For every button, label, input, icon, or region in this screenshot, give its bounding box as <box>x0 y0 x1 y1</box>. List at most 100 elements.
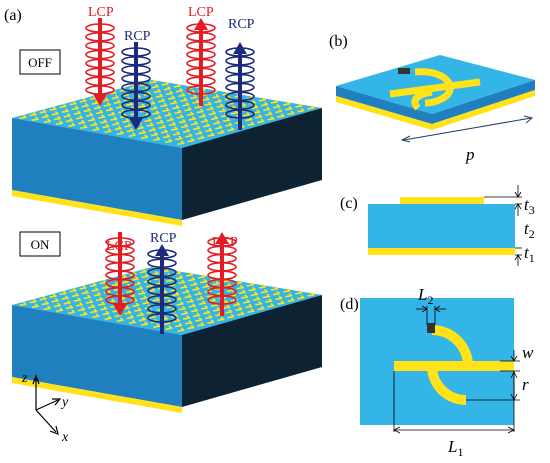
unit-cell <box>277 300 285 305</box>
unit-cell <box>250 291 259 297</box>
unit-cell <box>138 290 146 296</box>
unit-cell <box>138 129 146 135</box>
unit-cell <box>91 100 99 105</box>
unit-cell <box>205 314 213 320</box>
t2-label: t2 <box>524 219 535 241</box>
unit-cell <box>160 102 168 108</box>
unit-cell <box>187 137 195 143</box>
unit-cell <box>250 104 259 110</box>
unit-cell <box>182 289 190 294</box>
unit-cell <box>164 299 172 304</box>
unit-cell <box>49 106 57 111</box>
unit-cell <box>192 286 200 291</box>
unit-cell <box>51 298 59 303</box>
unit-cell <box>43 305 51 311</box>
unit-cell <box>80 124 88 130</box>
unit-cell <box>163 86 171 91</box>
unit-cell <box>71 105 79 111</box>
unit-cell <box>98 114 106 119</box>
unit-cell <box>255 114 263 119</box>
unit-cell <box>180 123 189 129</box>
on-state-label: ON <box>31 237 50 252</box>
unit-cell <box>134 307 142 312</box>
panel-b-label: (b) <box>329 33 348 50</box>
unit-cell <box>144 117 152 123</box>
unit-cell <box>184 293 192 299</box>
unit-cell <box>200 118 209 123</box>
unit-cell <box>140 321 149 327</box>
unit-cell <box>148 127 156 132</box>
unit-cell <box>247 308 255 314</box>
unit-cell <box>235 306 243 312</box>
unit-cell <box>193 125 201 131</box>
unit-cell <box>126 127 134 133</box>
unit-cell <box>212 281 220 286</box>
unit-cell <box>217 129 225 135</box>
unit-cell <box>39 109 47 114</box>
unit-cell <box>88 304 96 309</box>
unit-cell <box>183 128 191 133</box>
L2-label: L2 <box>417 285 433 307</box>
unit-cell <box>258 284 266 289</box>
unit-cell <box>92 126 100 132</box>
unit-cell <box>208 110 216 116</box>
unit-cell <box>216 103 224 108</box>
rcp-label: RCP <box>150 231 177 246</box>
unit-cell <box>255 301 263 306</box>
unit-cell <box>285 293 293 298</box>
unit-cell <box>161 81 169 86</box>
unit-cell <box>175 88 184 93</box>
unit-cell <box>307 105 315 110</box>
unit-cell <box>260 102 269 107</box>
unit-cell <box>128 319 136 325</box>
unit-cell <box>248 287 256 292</box>
unit-cell <box>237 311 245 316</box>
unit-cell <box>173 318 181 323</box>
unit-cell <box>19 114 27 120</box>
unit-cell <box>115 104 124 109</box>
unit-cell <box>227 127 235 132</box>
unit-cell <box>131 276 139 281</box>
unit-cell <box>185 320 193 325</box>
unit-cell <box>192 99 200 104</box>
unit-cell <box>218 108 226 113</box>
unit-cell <box>186 298 194 304</box>
r-label: r <box>522 375 529 394</box>
unit-cell <box>89 282 97 288</box>
unit-cell <box>182 102 190 107</box>
unit-cell <box>200 305 209 310</box>
unit-cell <box>78 306 86 312</box>
unit-cell <box>204 101 212 106</box>
unit-cell <box>90 121 98 127</box>
unit-cell <box>61 295 69 300</box>
unit-cell <box>151 271 159 276</box>
unit-cell <box>136 312 144 317</box>
unit-cell <box>225 122 233 127</box>
unit-cell <box>80 311 88 317</box>
unit-cell <box>102 123 110 129</box>
unit-cell <box>243 112 251 117</box>
unit-cell <box>188 116 196 121</box>
unit-cell <box>150 105 158 111</box>
unit-cell <box>126 314 134 320</box>
unit-cell <box>217 316 225 322</box>
unit-cell <box>168 121 176 127</box>
unit-cell <box>190 121 199 126</box>
unit-cell <box>138 316 146 322</box>
unit-cell <box>153 88 161 94</box>
unit-cell <box>175 275 184 280</box>
unit-cell <box>61 108 69 113</box>
period-label: p <box>465 145 475 164</box>
unit-cell <box>138 103 146 109</box>
unit-cell <box>245 303 253 309</box>
unit-cell <box>100 306 108 311</box>
unit-cell <box>163 133 171 139</box>
unit-cell <box>178 92 186 98</box>
unit-cell <box>246 282 254 287</box>
lcp-beam <box>105 232 135 316</box>
unit-cell <box>253 296 261 301</box>
unit-cell <box>95 296 104 302</box>
unit-cell <box>116 130 124 136</box>
unit-cell <box>104 128 112 134</box>
